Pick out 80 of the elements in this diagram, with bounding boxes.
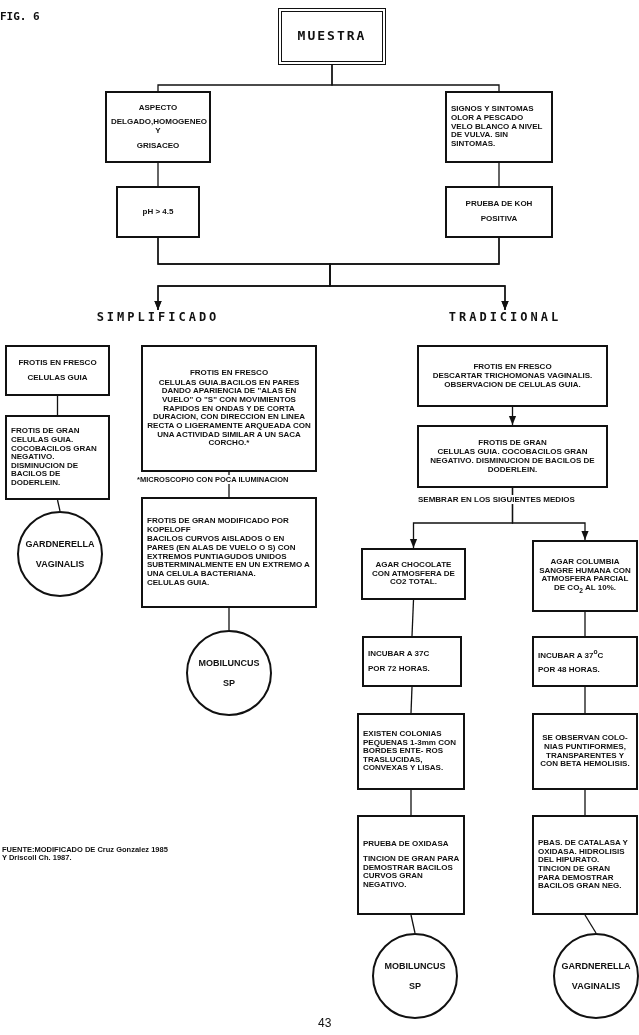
- box-heading: FROTIS DE GRAN MODIFICADO POR KOPELOFF: [147, 517, 290, 535]
- box-text: PBAS. DE CATALASA Y OXIDASA. HIDROLISIS DEL HIPURATO. TINCION DE GRAN PARA DEMOSTRAR BACILOS GRAN NEG.: [538, 839, 629, 891]
- connector: [584, 914, 597, 934]
- connector: [410, 789, 412, 816]
- connector: [498, 162, 500, 187]
- page-number: 43: [318, 1016, 332, 1030]
- box-text: GRISACEO: [135, 141, 181, 151]
- organism-name: GARDNERELLA: [560, 961, 632, 971]
- process-box: [5, 415, 110, 500]
- connector: [508, 406, 517, 426]
- process-box: [445, 91, 553, 163]
- connector: [584, 686, 586, 714]
- box-text: CELULAS GUIA: [26, 373, 89, 383]
- process-box: [5, 345, 110, 396]
- box-text: CELULAS GUIA.BACILOS EN PARES DANDO APARIENCIA DE "ALAS EN VUELO" O "S" CON MOVIMIENTOS RAPIDOS EN ONDAS Y DE CORTA DURACION, CON DIRECCION EN LINEA RECTA O LIGERAMENTE ARQUEADA CON UNA ACTIVIDAD SIMILAR A UN SACA CORCHO.*: [147, 378, 311, 448]
- branch-label: TRADICIONAL: [430, 310, 580, 328]
- process-box: [362, 636, 462, 687]
- connector: [329, 237, 509, 311]
- box-text: CELULAS GUIA. COCOBACILOS GRAN NEGATIVO. DISMINUCION DE BACILOS DE DODERLEIN.: [429, 448, 596, 475]
- process-box: [116, 186, 200, 238]
- process-box: [141, 345, 317, 472]
- box-text: pH > 4.5: [141, 207, 175, 217]
- box-heading: FROTIS EN FRESCO: [17, 358, 98, 368]
- process-box: [445, 186, 553, 238]
- process-box: [105, 91, 211, 163]
- process-box: [532, 636, 638, 687]
- process-box: [532, 815, 638, 915]
- connector: [584, 789, 586, 816]
- box-text: EXISTEN COLONIAS PEQUENAS 1-3mm CON BORDES ENTE- ROS TRASLUCIDAS, CONVEXAS Y LISAS.: [363, 729, 457, 774]
- step-note: SEMBRAR EN LOS SIGUIENTES MEDIOS: [418, 495, 575, 504]
- organism-name: SP: [408, 981, 422, 991]
- box-heading: ASPECTO: [137, 103, 179, 113]
- box-text: POR 48 HORAS.: [538, 666, 601, 675]
- connector: [584, 611, 586, 637]
- organism-name: MOBILUNCUS: [197, 658, 261, 668]
- box-heading: PRUEBA DE KOH: [464, 200, 534, 209]
- organism-name: VAGINALIS: [34, 559, 86, 569]
- process-box: [532, 540, 638, 612]
- connector: [56, 395, 59, 416]
- box-text: TINCION DE GRAN PARA DEMOSTRAR BACILOS CURVOS GRAN NEGATIVO.: [363, 855, 459, 890]
- process-box: [357, 815, 465, 915]
- connector: [228, 607, 230, 631]
- box-text: AGAR CHOCOLATE CON ATMOSFERA DE CO2 TOTAL.: [371, 561, 456, 587]
- box-text: SIGNOS Y SINTOMAS OLOR A PESCADO VELO BLANCO A NIVEL DE VULVA. SIN SINTOMAS.: [451, 105, 544, 149]
- box-text: DELGADO,HOMOGENEO Y: [111, 118, 205, 136]
- organism-name: SP: [222, 678, 236, 688]
- organism-name: VAGINALIS: [570, 981, 622, 991]
- connector: [411, 599, 415, 637]
- branch-label: SIMPLIFICADO: [70, 310, 246, 328]
- connector: [511, 487, 589, 541]
- box-heading: PRUEBA DE OXIDASA: [363, 840, 450, 850]
- process-box: [361, 548, 466, 600]
- box-text: SE OBSERVAN COLO- NIAS PUNTIFORMES, TRANSPARENTES Y CON BETA HEMOLISIS.: [539, 734, 631, 769]
- connector: [56, 499, 61, 512]
- figure-number: FIG. 6: [0, 10, 40, 23]
- box-heading: FROTIS EN FRESCO: [472, 362, 553, 372]
- process-box: [141, 497, 317, 608]
- box-text: CELULAS GUIA.: [147, 579, 211, 588]
- box-heading: FROTIS EN FRESCO: [188, 369, 270, 378]
- process-box: [417, 345, 608, 407]
- process-box: [417, 425, 608, 488]
- box-text: POSITIVA: [479, 215, 519, 224]
- process-box: [532, 713, 638, 790]
- box-text: FROTIS DE GRAN CELULAS GUIA. COCOBACILOS GRAN NEGATIVO. DISMINUCION DE BACILOS DE DODERLEIN.: [11, 427, 98, 488]
- connector: [410, 686, 413, 714]
- box-text: AGAR COLUMBIA SANGRE HUMANA CON ATMOSFERA PARCIAL DE CO$_{2}$ AL 10%.: [538, 558, 632, 594]
- title-box: [278, 8, 386, 65]
- connector: [410, 914, 416, 934]
- box-heading: INCUBAR A 37C: [368, 649, 431, 659]
- organism-name: GARDNERELLA: [24, 539, 96, 549]
- process-box: [357, 713, 465, 790]
- connector: [331, 64, 500, 92]
- box-text: BACILOS CURVOS AISLADOS O EN PARES (EN ALAS DE VUELO O S) CON EXTREMOS PUNTIAGUDOS UNIDOS SUBTERMINALMENTE EN UN EXTREMO A UNA CELULA BACTERIANA.: [147, 535, 311, 579]
- box-text: MUESTRA: [296, 29, 368, 44]
- organism-name: MOBILUNCUS: [383, 961, 447, 971]
- box-text: DESCARTAR TRICHOMONAS VAGINALIS. OBSERVACION DE CELULAS GUIA.: [431, 372, 594, 390]
- box-text: POR 72 HORAS.: [368, 664, 431, 674]
- box-heading: INCUBAR A 37$^{o}$C: [538, 648, 605, 661]
- connector: [157, 162, 159, 187]
- box-heading: FROTIS DE GRAN: [477, 438, 548, 448]
